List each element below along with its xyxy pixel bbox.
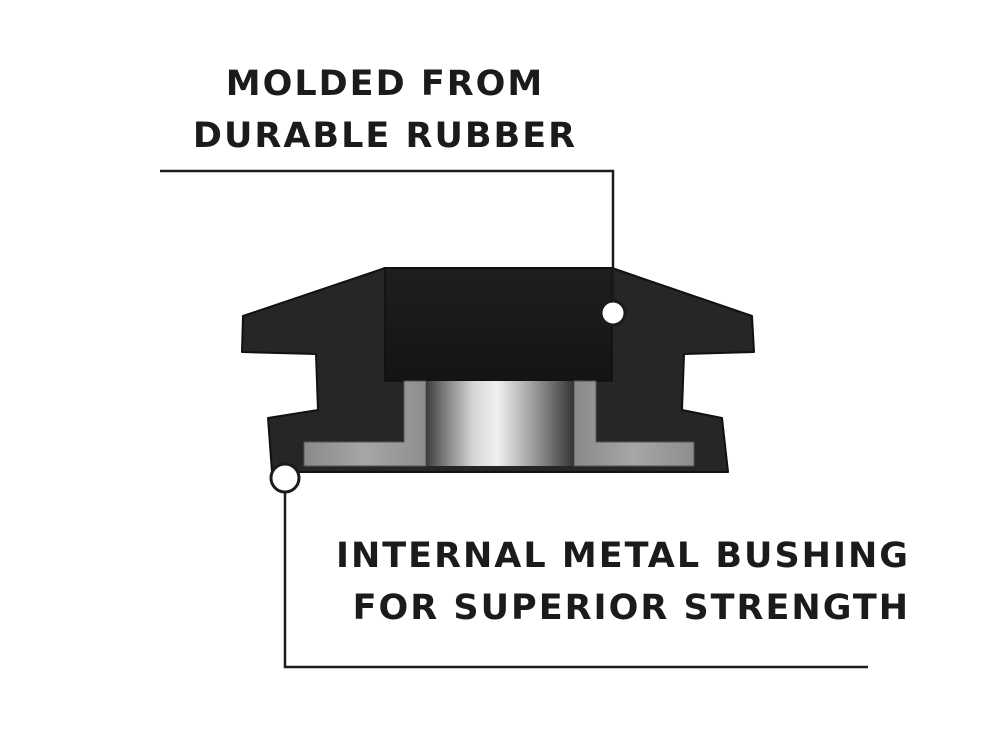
callout-bushing-line2: FOR SUPERIOR STRENGTH xyxy=(352,588,910,628)
leader-line-rubber xyxy=(160,169,615,313)
leader-line-bushing xyxy=(283,478,868,669)
rubber-cap xyxy=(384,267,613,382)
callout-rubber-line2: DURABLE RUBBER xyxy=(192,116,578,156)
callout-rubber-text: MOLDED FROM DURABLE RUBBER xyxy=(185,58,585,162)
callout-marker-bushing xyxy=(269,462,301,494)
metal-bushing-cylinder xyxy=(426,381,574,466)
callout-rubber-line1: MOLDED FROM xyxy=(225,64,545,104)
callout-bushing-line1: INTERNAL METAL BUSHING xyxy=(335,536,910,576)
callout-bushing-text: INTERNAL METAL BUSHING FOR SUPERIOR STRE… xyxy=(330,530,910,634)
callout-marker-rubber xyxy=(599,299,627,327)
